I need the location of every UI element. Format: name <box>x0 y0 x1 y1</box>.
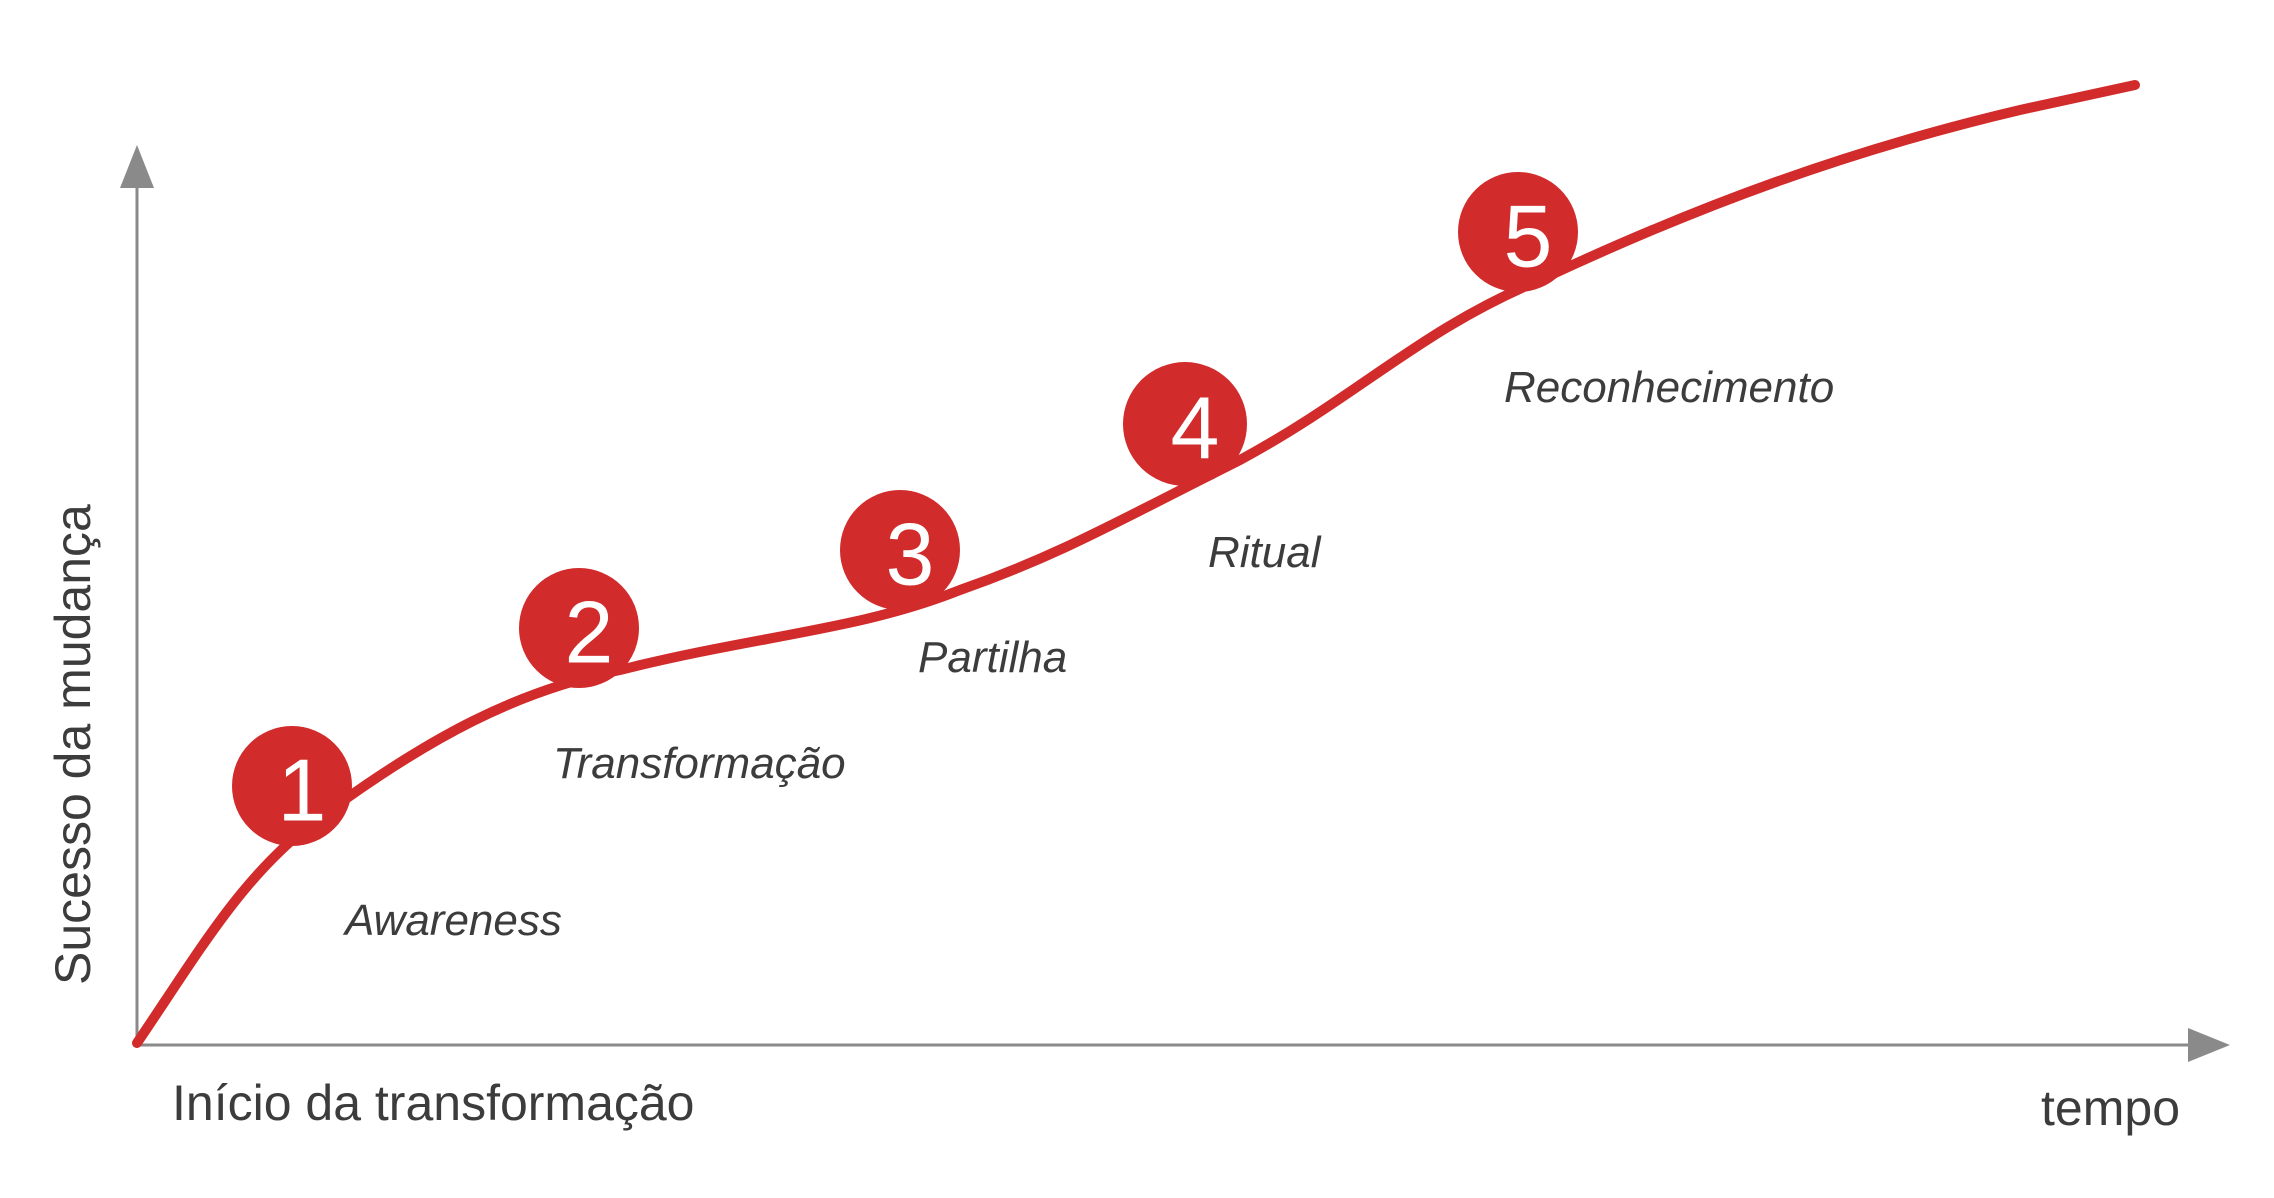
stage-label: Ritual <box>1208 528 1322 577</box>
stage-circle <box>840 490 960 610</box>
stage-circle <box>232 726 352 846</box>
axes <box>120 145 2230 1062</box>
stage-circle <box>519 568 639 688</box>
stage-number: 4 <box>1171 379 1220 478</box>
stage-label: Reconhecimento <box>1504 363 1834 412</box>
stage-number: 1 <box>278 741 327 840</box>
stage-circle <box>1458 172 1578 292</box>
stage-number: 3 <box>886 505 935 604</box>
stage-label: Transformação <box>553 739 846 788</box>
y-axis-label: Sucesso da mudança <box>45 504 101 985</box>
stage-label: Partilha <box>918 633 1067 682</box>
y-axis-arrow <box>120 145 154 188</box>
stage-number: 2 <box>565 583 614 682</box>
stage-markers: 1Awareness2Transformação3Partilha4Ritual… <box>232 172 1834 945</box>
stage-circle <box>1123 362 1247 486</box>
x-axis-end-label: tempo <box>2041 1080 2180 1136</box>
stage-label: Awareness <box>342 896 562 945</box>
x-axis-arrow <box>2188 1028 2230 1062</box>
stage-number: 5 <box>1504 187 1553 286</box>
x-axis-origin-label: Início da transformação <box>172 1075 695 1131</box>
